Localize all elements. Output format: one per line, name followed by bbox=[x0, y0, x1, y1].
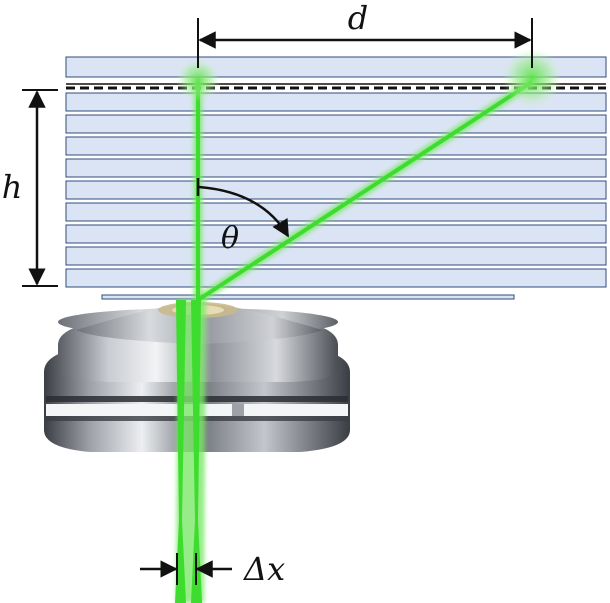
d-dimension: d bbox=[197, 0, 533, 68]
layer-slab bbox=[65, 246, 607, 266]
h-dimension: h bbox=[2, 89, 58, 287]
theta-annotation: θ bbox=[196, 178, 290, 256]
input-beam-right bbox=[191, 300, 201, 520]
layer-slab bbox=[65, 158, 607, 178]
delta-x-annotation: Δx bbox=[140, 550, 285, 588]
layer-slab bbox=[65, 136, 607, 156]
theta-label: θ bbox=[221, 221, 239, 256]
d-label: d bbox=[348, 0, 368, 37]
oblique-beam bbox=[196, 80, 534, 302]
coverslip bbox=[101, 294, 515, 300]
layer-slab bbox=[65, 180, 607, 200]
h-label: h bbox=[2, 168, 23, 206]
layer-slab bbox=[65, 224, 607, 244]
layer-slab bbox=[65, 268, 607, 288]
spot-right-glow-icon bbox=[502, 48, 562, 108]
spot-left-glow-icon bbox=[176, 58, 220, 102]
delta-x-label: Δx bbox=[242, 550, 285, 588]
input-beam-left bbox=[176, 300, 186, 520]
layer-slab bbox=[65, 114, 607, 134]
